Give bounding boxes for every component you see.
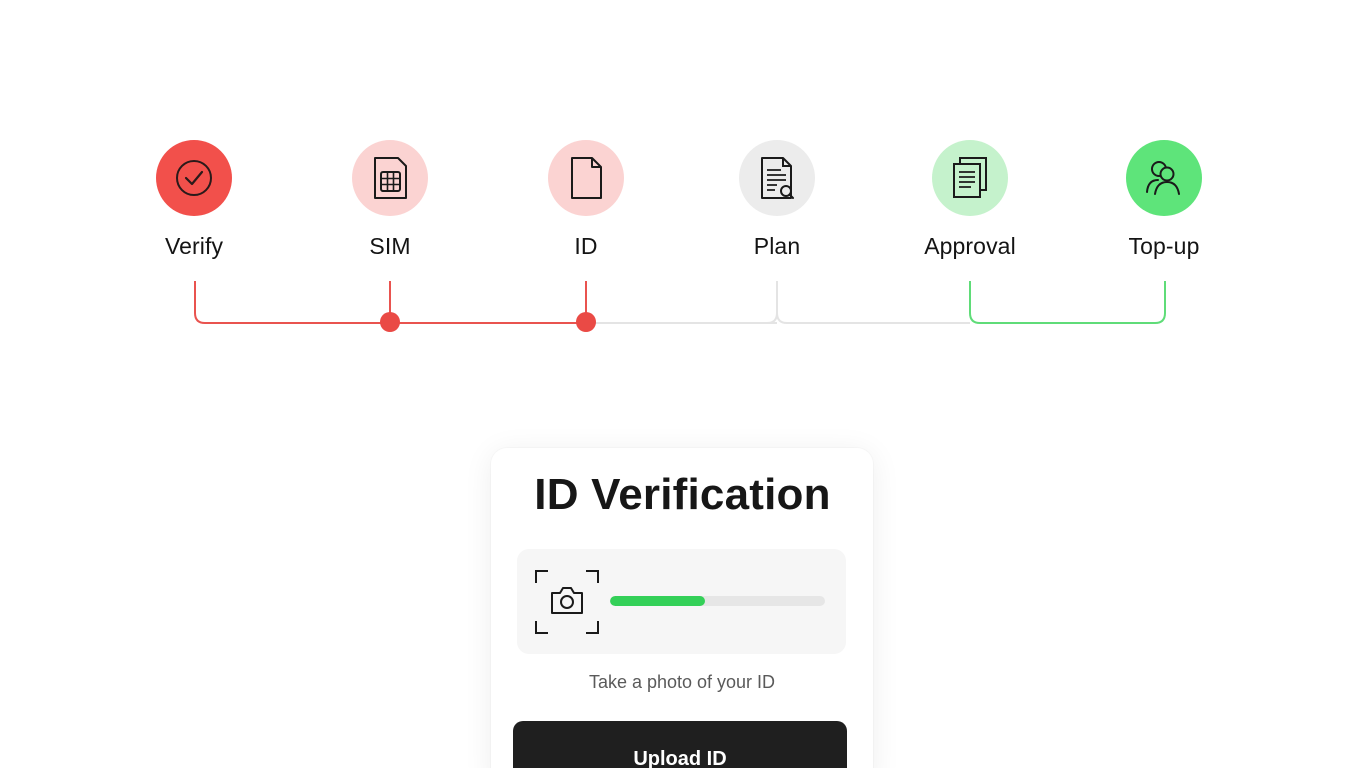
check-circle-icon [176, 160, 212, 196]
step-label: Verify [164, 233, 224, 259]
step-label: ID [574, 233, 598, 259]
connector-dot-id [576, 312, 596, 332]
step-circle [352, 140, 428, 216]
capture-progress-bar [610, 596, 825, 606]
camera-icon[interactable] [534, 569, 600, 635]
connector-dot-sim [380, 312, 400, 332]
step-top-up[interactable]: Top-up [1084, 140, 1244, 260]
users-icon [1146, 161, 1180, 195]
step-id[interactable]: ID [506, 140, 666, 260]
step-circle [739, 140, 815, 216]
step-verify[interactable]: Verify [114, 140, 274, 260]
document-search-icon [761, 157, 794, 199]
step-circle [1126, 140, 1202, 216]
step-label: Plan [753, 233, 801, 259]
step-circle [156, 140, 232, 216]
card-title: ID Verification [534, 470, 831, 519]
step-plan[interactable]: Plan [697, 140, 857, 260]
connector-red-segment [194, 281, 587, 324]
upload-id-button[interactable]: Upload ID [513, 721, 847, 768]
step-label: Approval [924, 233, 1016, 259]
step-circle [548, 140, 624, 216]
sim-card-icon [374, 157, 407, 199]
document-icon [571, 157, 602, 199]
step-approval[interactable]: Approval [890, 140, 1050, 260]
step-circle [932, 140, 1008, 216]
capture-hint: Take a photo of your ID [588, 672, 776, 692]
step-label: Top-up [1128, 233, 1200, 259]
progress-fill [610, 596, 705, 606]
step-label: SIM [369, 233, 411, 259]
connector-green-segment [969, 281, 1166, 324]
step-sim[interactable]: SIM [310, 140, 470, 260]
connector-gray-segment [586, 281, 970, 324]
documents-icon [953, 157, 987, 198]
